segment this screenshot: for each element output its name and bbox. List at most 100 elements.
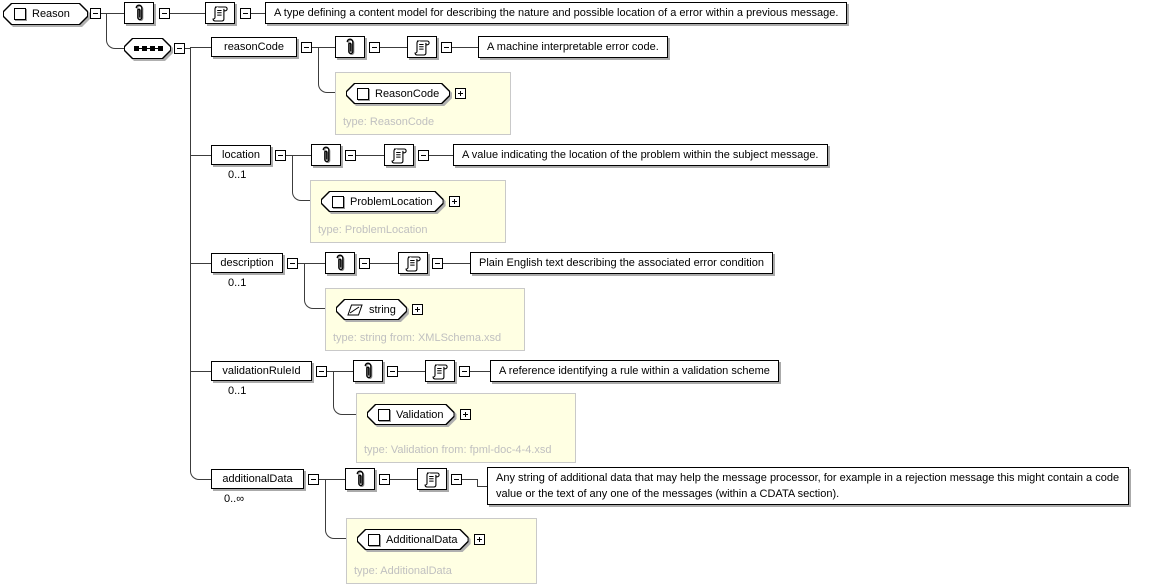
collapse-toggle-documentation[interactable] <box>240 8 251 19</box>
type-box-AdditionalData[interactable]: AdditionalData <box>357 529 469 550</box>
collapse-toggle[interactable] <box>359 258 370 269</box>
type-note-panel: AdditionalData type: AdditionalData <box>346 518 537 584</box>
connector-line <box>477 479 478 487</box>
connector-line <box>251 13 265 14</box>
type-note-text: type: string from: XMLSchema.xsd <box>333 332 502 344</box>
type-label: ReasonCode <box>375 87 440 100</box>
sequence-compositor[interactable] <box>124 38 171 59</box>
root-element-box[interactable]: Reason <box>3 3 88 25</box>
collapse-toggle[interactable] <box>451 474 462 485</box>
occurrence-label: 0..1 <box>228 385 247 397</box>
documentation-text: A reference identifying a rule within a … <box>499 365 770 377</box>
type-note-text: type: ReasonCode <box>343 116 435 128</box>
type-note-panel: ProblemLocation type: ProblemLocation <box>310 180 506 243</box>
collapse-toggle[interactable] <box>316 366 327 377</box>
scroll-icon <box>432 364 448 380</box>
paperclip-icon <box>364 362 373 380</box>
connector-line <box>429 155 453 156</box>
type-box-ReasonCode[interactable]: ReasonCode <box>346 83 450 104</box>
type-box-Validation[interactable]: Validation <box>367 404 455 425</box>
annotation-box[interactable] <box>311 144 341 166</box>
element-label: location <box>222 149 260 161</box>
element-box-validationRuleId[interactable]: validationRuleId <box>211 361 312 381</box>
annotation-box[interactable] <box>325 252 355 274</box>
type-box-string[interactable]: string <box>336 299 407 320</box>
connector-line <box>190 155 211 156</box>
expand-toggle[interactable] <box>411 304 423 315</box>
connector-line <box>370 263 398 264</box>
documentation-box[interactable] <box>398 252 428 274</box>
paperclip-icon <box>322 146 331 164</box>
collapse-toggle-root[interactable] <box>90 8 101 19</box>
scroll-icon <box>405 256 421 272</box>
octagon-fill <box>125 39 170 58</box>
annotation-box[interactable] <box>335 36 365 58</box>
annotation-box[interactable] <box>345 468 375 490</box>
connector-line <box>462 479 478 480</box>
collapse-toggle[interactable] <box>308 474 319 485</box>
annotation-box[interactable] <box>124 2 154 24</box>
element-label: additionalData <box>222 473 293 485</box>
element-box-description[interactable]: description <box>211 253 283 273</box>
documentation-box[interactable] <box>417 468 447 490</box>
connector-elbow <box>325 479 347 539</box>
scroll-icon <box>212 6 228 22</box>
connector-line <box>443 263 470 264</box>
documentation-box[interactable] <box>407 36 437 58</box>
connector-line <box>452 47 478 48</box>
scroll-icon <box>391 148 407 164</box>
connector-line <box>101 13 124 14</box>
documentation-box[interactable] <box>425 360 455 382</box>
element-box-location[interactable]: location <box>211 145 271 165</box>
collapse-toggle[interactable] <box>432 258 443 269</box>
root-element-label: Reason <box>32 8 70 20</box>
connector-elbow <box>106 14 125 49</box>
collapse-toggle[interactable] <box>369 42 380 53</box>
simple-type-icon <box>347 304 363 315</box>
element-box-additionalData[interactable]: additionalData <box>211 469 304 489</box>
collapse-toggle[interactable] <box>459 366 470 377</box>
collapse-toggle-sequence[interactable] <box>174 43 185 54</box>
documentation-box[interactable] <box>205 2 235 24</box>
collapse-toggle[interactable] <box>441 42 452 53</box>
connector-line <box>185 48 191 49</box>
expand-toggle[interactable] <box>455 88 467 99</box>
documentation-text: Any string of additional data that may h… <box>496 472 1120 500</box>
connector-line <box>170 13 205 14</box>
documentation-text-box: A machine interpretable error code. <box>478 36 668 58</box>
connector-elbow <box>304 263 326 309</box>
connector-elbow <box>292 155 311 201</box>
collapse-toggle-annotation[interactable] <box>159 8 170 19</box>
sequence-icon <box>133 45 163 52</box>
element-box-reasonCode[interactable]: reasonCode <box>211 37 297 57</box>
element-label: description <box>220 257 274 269</box>
documentation-text: Plain English text describing the associ… <box>479 257 764 269</box>
collapse-toggle[interactable] <box>379 474 390 485</box>
collapse-toggle[interactable] <box>301 42 312 53</box>
occurrence-label: 0..1 <box>228 169 247 181</box>
element-icon <box>378 408 390 421</box>
type-label: AdditionalData <box>386 533 458 546</box>
documentation-box[interactable] <box>384 144 414 166</box>
connector-line <box>190 263 211 264</box>
connector-line <box>477 486 487 487</box>
type-box-ProblemLocation[interactable]: ProblemLocation <box>321 191 444 212</box>
documentation-text: A type defining a content model for desc… <box>274 7 839 19</box>
collapse-toggle[interactable] <box>275 150 286 161</box>
collapse-toggle[interactable] <box>345 150 356 161</box>
expand-toggle[interactable] <box>459 409 471 420</box>
collapse-toggle[interactable] <box>287 258 298 269</box>
annotation-box[interactable] <box>353 360 383 382</box>
documentation-text-box: Plain English text describing the associ… <box>470 252 773 274</box>
collapse-toggle[interactable] <box>387 366 398 377</box>
expand-toggle[interactable] <box>448 196 460 207</box>
collapse-toggle[interactable] <box>418 150 429 161</box>
expand-toggle[interactable] <box>473 534 485 545</box>
paperclip-icon <box>356 470 365 488</box>
type-note-panel: Validation type: Validation from: fpml-d… <box>356 393 576 463</box>
connector-line <box>190 47 211 48</box>
documentation-text-box: Any string of additional data that may h… <box>487 467 1129 505</box>
element-label: validationRuleId <box>222 365 301 377</box>
type-label: ProblemLocation <box>350 195 433 208</box>
